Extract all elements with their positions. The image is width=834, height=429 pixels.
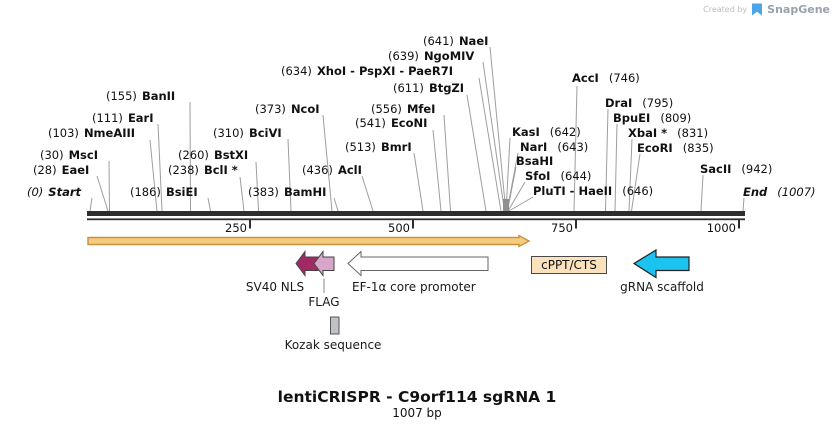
site-acci[interactable]: AccI(746) <box>572 71 640 85</box>
site-banii[interactable]: (155)BanII <box>106 89 176 103</box>
kozak-label: Kozak sequence <box>284 338 382 352</box>
site-btgzi[interactable]: (611)BtgZI <box>393 81 465 95</box>
site-sacii[interactable]: SacII(942) <box>700 162 773 176</box>
site-eaei[interactable]: (28)EaeI <box>33 163 90 177</box>
site-bmri[interactable]: (513)BmrI <box>345 140 412 154</box>
snapgene-logo-icon <box>752 3 763 16</box>
site-bamhi[interactable]: (383)BamHI <box>248 185 327 199</box>
site-sfoi[interactable]: SfoI(644) <box>525 169 592 183</box>
site-bsahi[interactable]: BsaHI <box>516 154 554 168</box>
kozak-marker[interactable] <box>330 316 340 335</box>
ef1a-promoter-arrow[interactable] <box>347 250 489 277</box>
created-by-label: Created by <box>703 5 748 14</box>
sv40-nls-label: SV40 NLS <box>245 280 305 294</box>
site-mfei[interactable]: (556)MfeI <box>371 102 436 116</box>
site-ncoi[interactable]: (373)NcoI <box>255 102 320 116</box>
site-bsiei[interactable]: (186)BsiEI <box>130 185 198 199</box>
site-drai[interactable]: DraI(795) <box>605 96 674 110</box>
ruler-label-500: 500 <box>388 221 410 235</box>
snapgene-credit: Created by SnapGene <box>703 3 830 16</box>
ruler-label-1000: 1000 <box>706 221 736 235</box>
ef1a-promoter-label: EF-1α core promoter <box>352 280 476 294</box>
site-end[interactable]: End(1007) <box>743 185 816 199</box>
site-nari[interactable]: NarI(643) <box>520 140 589 154</box>
site-eari[interactable]: (111)EarI <box>92 111 154 125</box>
map-length: 1007 bp <box>392 406 442 420</box>
flag-arrow[interactable] <box>313 250 335 277</box>
cppt-cts-feature[interactable]: cPPT/CTS <box>531 256 607 274</box>
site-naei[interactable]: (641)NaeI <box>423 34 489 48</box>
site-econi[interactable]: (541)EcoNI <box>355 116 428 130</box>
site-bcivi[interactable]: (310)BciVI <box>213 126 282 140</box>
flag-label: FLAG <box>308 295 340 309</box>
site-ecori[interactable]: EcoRI(835) <box>637 141 714 155</box>
orf-arrow[interactable] <box>87 234 531 248</box>
grna-scaffold-arrow[interactable] <box>632 248 690 279</box>
site-kasi[interactable]: KasI(642) <box>512 125 581 139</box>
site-bstxi[interactable]: (260)BstXI <box>178 148 249 162</box>
ruler-label-750: 750 <box>551 221 573 235</box>
grna-scaffold-label: gRNA scaffold <box>620 280 704 294</box>
site-msci[interactable]: (30)MscI <box>40 148 98 162</box>
site-xhoi-pspxi-paer7i[interactable]: (634)XhoI - PspXI - PaeR7I <box>281 64 453 78</box>
ruler-label-250: 250 <box>225 221 247 235</box>
ruler-ticks <box>249 220 740 229</box>
site-bpuei[interactable]: BpuEI(809) <box>613 111 692 125</box>
snapgene-brand: SnapGene <box>767 3 830 16</box>
site-bcli[interactable]: (238)BclI * <box>168 163 238 177</box>
backbone-bar[interactable] <box>87 211 745 216</box>
site-nmeaiii[interactable]: (103)NmeAIII <box>48 126 136 140</box>
site-start[interactable]: (0)Start <box>27 185 82 199</box>
site-acli[interactable]: (436)AclI <box>302 163 362 177</box>
map-title: lentiCRISPR - C9orf114 sgRNA 1 <box>277 388 557 406</box>
backbone-underline <box>87 218 745 221</box>
site-pluti-haeii[interactable]: PluTI - HaeII(646) <box>533 184 654 198</box>
site-xbai[interactable]: XbaI *(831) <box>628 126 709 140</box>
site-cluster-blob <box>503 199 509 211</box>
site-ngomiv[interactable]: (639)NgoMIV <box>388 49 475 63</box>
